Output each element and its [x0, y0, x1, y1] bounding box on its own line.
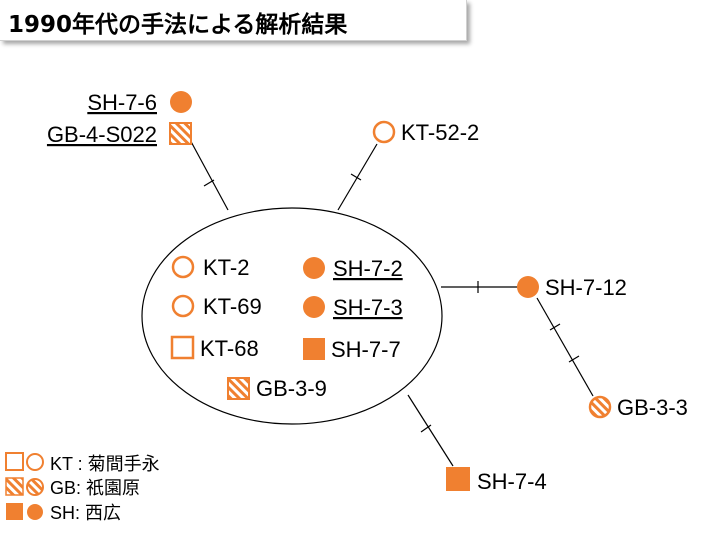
central-haplotype-ellipse	[141, 207, 443, 425]
title-box: 1990年代の手法による解析結果	[0, 0, 467, 41]
label-kt-2: KT-2	[203, 255, 249, 280]
label-gb-3-3: GB-3-3	[617, 395, 688, 420]
legend-filled-square-icon	[6, 503, 23, 520]
legend-hatched-square-icon	[5, 477, 24, 496]
tick-mark	[420, 424, 432, 433]
legend-hatched-circle-icon	[26, 478, 44, 496]
legend-filled-circle-icon	[27, 504, 43, 520]
tick-mark	[549, 323, 561, 331]
open-circle-icon	[372, 120, 396, 144]
edge-center-sh74	[407, 394, 454, 467]
hatched-square-icon	[227, 377, 250, 400]
label-sh-7-3: SH-7-3	[333, 295, 403, 320]
filled-square-icon	[446, 467, 470, 491]
label-sh-7-7: SH-7-7	[331, 337, 401, 362]
legend: KT : 菊間手永 GB: 祇園原 SH: 西広	[5, 452, 160, 523]
filled-circle-icon	[517, 276, 539, 298]
label-gb-4-s022: GB-4-S022	[47, 122, 157, 147]
filled-square-icon	[303, 338, 325, 360]
page-title: 1990年代の手法による解析結果	[8, 12, 348, 38]
label-gb-3-9: GB-3-9	[256, 376, 327, 401]
legend-sh: SH: 西広	[50, 503, 121, 523]
label-kt-68: KT-68	[200, 336, 259, 361]
label-sh-7-4: SH-7-4	[477, 469, 547, 494]
filled-circle-icon	[303, 257, 325, 279]
label-sh-7-12: SH-7-12	[545, 275, 627, 300]
label-sh-7-2: SH-7-2	[333, 256, 403, 281]
open-circle-icon	[171, 294, 195, 318]
edge-center-sh76	[187, 135, 229, 211]
tick-mark	[568, 355, 580, 363]
hatched-square-icon	[169, 122, 192, 145]
legend-kt: KT : 菊間手永	[50, 454, 160, 474]
label-sh-7-6: SH-7-6	[87, 90, 157, 115]
tick-mark	[350, 173, 362, 181]
tick-mark	[203, 179, 215, 187]
label-kt-69: KT-69	[203, 294, 262, 319]
open-circle-icon	[171, 255, 195, 279]
hatched-circle-icon	[588, 395, 612, 419]
edge-sh712-gb33	[536, 297, 594, 397]
open-square-icon	[170, 335, 195, 360]
legend-open-square-icon	[5, 452, 24, 471]
label-kt-52-2: KT-52-2	[401, 120, 479, 145]
filled-circle-icon	[303, 296, 325, 318]
legend-open-circle-icon	[26, 453, 44, 471]
edge-center-kt522	[337, 143, 378, 211]
filled-circle-icon	[170, 91, 192, 113]
legend-gb: GB: 祇園原	[50, 478, 140, 498]
